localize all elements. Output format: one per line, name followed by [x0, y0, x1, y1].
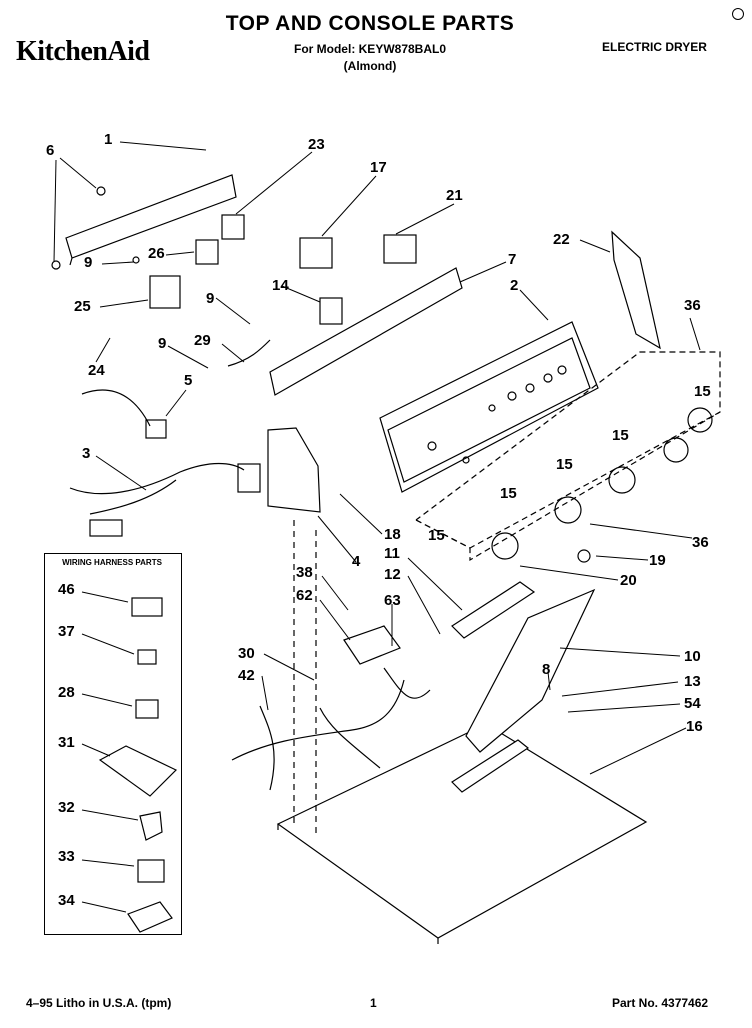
harness-part-label: 34 — [58, 892, 75, 909]
print-info: 4–95 Litho in U.S.A. (tpm) — [26, 996, 172, 1010]
callout-label: 10 — [684, 648, 701, 665]
part-knob — [491, 532, 519, 560]
harness-part-label: 28 — [58, 684, 75, 701]
callout-label: 5 — [184, 372, 193, 389]
callout-label: 3 — [82, 445, 91, 462]
harness-part-label: 33 — [58, 848, 75, 865]
part-switch-21 — [383, 234, 417, 264]
wiring-harness-box — [44, 553, 182, 935]
part-screw — [96, 186, 106, 196]
callout-label: 25 — [74, 298, 91, 315]
callout-label: 8 — [542, 661, 551, 678]
callout-label: 36 — [692, 534, 709, 551]
part-connector-3 — [237, 463, 261, 493]
callout-label: 42 — [238, 667, 255, 684]
callout-label: 62 — [296, 587, 313, 604]
callout-label: 2 — [510, 277, 519, 294]
part-back-panel — [65, 174, 237, 259]
product-type: ELECTRIC DRYER — [602, 40, 707, 54]
callout-label: 11 — [384, 545, 400, 562]
callout-label: 26 — [148, 245, 165, 262]
part-knob — [687, 407, 713, 433]
harness-part-label: 32 — [58, 799, 75, 816]
part-11 — [451, 581, 536, 639]
callout-label: 4 — [352, 553, 361, 570]
callout-label: 15 — [428, 527, 445, 544]
part-connector-5 — [145, 419, 167, 439]
part-14 — [319, 297, 343, 325]
harness-part-label: 37 — [58, 623, 75, 640]
part-end-cap — [611, 230, 661, 350]
callout-label: 15 — [556, 456, 573, 473]
callout-label: 24 — [88, 362, 105, 379]
page-title: TOP AND CONSOLE PARTS — [225, 12, 515, 35]
corner-mark — [732, 8, 744, 20]
brand-logo: KitchenAid — [16, 36, 150, 67]
part-switch — [195, 239, 219, 265]
part-knob-19 — [577, 549, 591, 563]
callout-label: 15 — [500, 485, 517, 502]
callout-label: 38 — [296, 564, 313, 581]
part-25 — [149, 275, 181, 309]
callout-label: 63 — [384, 592, 401, 609]
callout-label: 16 — [686, 718, 703, 735]
callout-label: 22 — [553, 231, 570, 248]
part-knob — [554, 496, 582, 524]
callout-label: 30 — [238, 645, 255, 662]
part-console-bracket — [269, 267, 463, 396]
wiring-harness-title: WIRING HARNESS PARTS — [62, 558, 162, 567]
callout-label: 29 — [194, 332, 211, 349]
callout-label: 7 — [508, 251, 517, 268]
part-end-cap-left — [267, 427, 321, 513]
callout-label: 15 — [694, 383, 711, 400]
callout-label: 18 — [384, 526, 401, 543]
callout-label: 1 — [104, 131, 113, 148]
callout-label: 21 — [446, 187, 463, 204]
part-62 — [343, 625, 401, 665]
callout-label: 14 — [272, 277, 289, 294]
harness-part-label: 31 — [58, 734, 75, 751]
callout-label: 20 — [620, 572, 637, 589]
part-screw — [51, 260, 61, 270]
color-line: (Almond) — [343, 59, 397, 73]
callout-label: 54 — [684, 695, 701, 712]
callout-label: 17 — [370, 159, 387, 176]
part-knob — [663, 437, 689, 463]
callout-label: 36 — [684, 297, 701, 314]
part-lint-housing — [451, 739, 530, 793]
callout-label: 15 — [612, 427, 629, 444]
page-number: 1 — [370, 996, 377, 1010]
callout-label: 13 — [684, 673, 701, 690]
model-line: For Model: KEYW878BAL0 — [293, 42, 446, 56]
callout-label: 9 — [206, 290, 215, 307]
callout-label: 9 — [158, 335, 167, 352]
part-screw — [132, 256, 140, 264]
part-switch — [221, 214, 245, 240]
part-timer — [299, 237, 333, 269]
callout-label: 9 — [84, 254, 93, 271]
part-number: Part No. 4377462 — [612, 996, 709, 1010]
callout-label: 6 — [46, 142, 55, 159]
part-cover-10 — [465, 588, 596, 753]
harness-part-label: 46 — [58, 581, 75, 598]
part-knob — [608, 466, 636, 494]
callout-label: 12 — [384, 566, 401, 583]
part-top-panel — [276, 723, 648, 939]
callout-label: 19 — [649, 552, 666, 569]
part-connector — [89, 519, 123, 537]
callout-label: 23 — [308, 136, 325, 153]
